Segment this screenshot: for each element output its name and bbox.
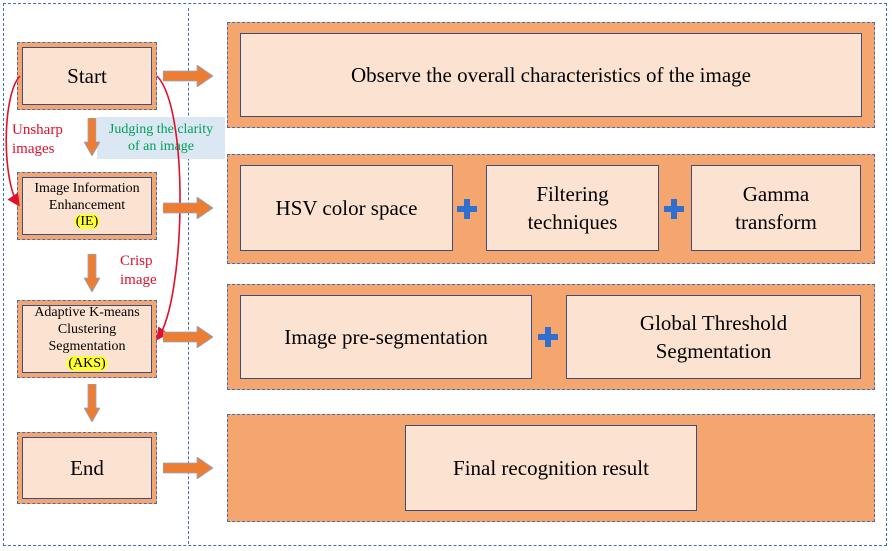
plus-icon	[538, 327, 558, 347]
plus-icon	[664, 199, 684, 219]
outer-frame	[3, 3, 887, 546]
final-result-box: Final recognition result	[405, 425, 697, 511]
panel-observe: Observe the overall characteristics of t…	[227, 22, 875, 128]
step-ie-line1: Image Information	[34, 180, 140, 196]
panel-final: Final recognition result	[227, 414, 875, 522]
step-ie-tag: (IE)	[73, 214, 101, 230]
step-end-label: End	[22, 437, 152, 499]
right-arrow-icon	[163, 326, 213, 348]
plus-icon	[457, 199, 477, 219]
step-ie-line2: Enhancement	[48, 197, 126, 213]
step-aks-line3: Segmentation	[48, 339, 126, 354]
down-arrow-icon	[84, 384, 100, 422]
step-start: Start	[17, 42, 157, 110]
right-arrow-icon	[163, 65, 213, 87]
step-aks: Adaptive K-means Clustering Segmentation…	[17, 300, 157, 378]
down-arrow-icon	[84, 118, 100, 156]
down-arrow-icon	[84, 254, 100, 292]
step-aks-line2: Clustering	[57, 322, 117, 338]
step-aks-tag: (AKS)	[66, 355, 108, 371]
step-end: End	[17, 432, 157, 504]
observe-box: Observe the overall characteristics of t…	[240, 33, 862, 117]
preseg-box: Image pre-segmentation	[240, 295, 532, 379]
step-start-label: Start	[22, 47, 152, 105]
column-divider	[188, 8, 189, 544]
hsv-box: HSV color space	[240, 165, 453, 251]
right-arrow-icon	[163, 197, 213, 219]
step-aks-line1: Adaptive K-means	[34, 305, 140, 321]
step-ie: Image Information Enhancement (IE)	[17, 172, 157, 240]
right-arrow-icon	[163, 457, 213, 479]
